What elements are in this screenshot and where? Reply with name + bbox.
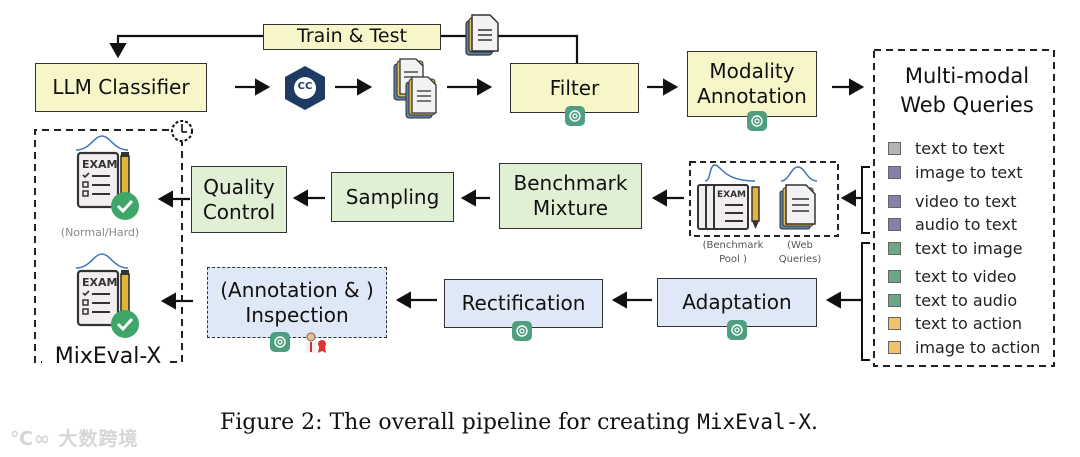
web-queries-container-border <box>873 49 1055 367</box>
caption-code: MixEval-X <box>697 410 811 434</box>
openai-icon <box>270 332 290 352</box>
legend-item: text to text <box>888 139 1004 158</box>
adaptation-box: Adaptation <box>657 278 817 327</box>
exam-icon: EXAM <box>75 253 139 338</box>
legend-item: audio to text <box>888 215 1017 234</box>
legend-item: text to audio <box>888 291 1017 310</box>
watermark-text: 大数跨境 <box>58 428 139 450</box>
legend-swatch <box>888 317 901 330</box>
document-stack-icon <box>465 14 499 56</box>
quality-control-label: Quality Control <box>202 174 276 224</box>
human-expert-icon <box>306 332 326 353</box>
caption-end: . <box>811 410 818 435</box>
documents-icon <box>393 58 437 119</box>
legend-swatch <box>888 242 901 255</box>
filter-box: Filter <box>510 63 639 113</box>
hexagon-logo-icon <box>285 66 325 110</box>
openai-icon <box>727 320 747 340</box>
modality-annotation-box: Modality Annotation <box>687 51 817 117</box>
legend-swatch <box>888 341 901 354</box>
watermark: ℃∞ 大数跨境 <box>10 424 138 451</box>
openai-icon <box>512 321 532 341</box>
quality-control-box: Quality Control <box>191 166 287 233</box>
legend-swatch <box>888 195 901 208</box>
train-test-label: Train & Test <box>297 25 407 48</box>
annotation-inspection-label: (Annotation & ) Inspection <box>220 277 374 327</box>
legend-swatch <box>888 142 901 155</box>
svg-text:EXAM: EXAM <box>717 190 746 200</box>
benchmark-pool-icon: EXAM <box>697 164 760 230</box>
bracket-upper <box>861 166 870 234</box>
benchmark-mixture-label: Benchmark Mixture <box>513 171 628 220</box>
legend-item: video to text <box>888 192 1017 211</box>
annotation-inspection-box: (Annotation & ) Inspection <box>207 267 387 338</box>
legend-item: text to action <box>888 314 1022 333</box>
web-queries-caption: (Web Queries) <box>778 240 822 265</box>
benchmark-pool-label: (Benchmark Pool ) <box>702 240 764 265</box>
modality-annotation-label: Modality Annotation <box>697 59 807 108</box>
common-crawl-logo: CC <box>283 65 327 111</box>
llm-classifier-box: LLM Classifier <box>35 63 207 112</box>
web-queries-title: Multi-modal Web Queries <box>900 64 1034 118</box>
difficulty-label: (Normal/Hard) <box>60 226 140 239</box>
figure-caption: Figure 2: The overall pipeline for creat… <box>220 410 818 435</box>
pool-container-border <box>689 161 839 237</box>
filter-label: Filter <box>549 75 600 100</box>
mixeval-container-border <box>34 129 183 363</box>
legend-swatch <box>888 166 901 179</box>
caption-text: Figure 2: The overall pipeline for creat… <box>220 410 698 435</box>
legend-swatch <box>888 270 901 283</box>
sampling-box: Sampling <box>331 172 454 222</box>
benchmark-mixture-box: Benchmark Mixture <box>499 163 642 229</box>
legend-item: text to image <box>888 239 1023 258</box>
openai-icon <box>565 106 585 126</box>
cc-text: CC <box>297 81 313 92</box>
web-queries-icon <box>779 166 818 230</box>
timer-icon <box>171 120 193 142</box>
rectification-label: Rectification <box>461 291 586 315</box>
svg-text:EXAM: EXAM <box>82 276 117 289</box>
legend-item: image to action <box>888 338 1040 357</box>
adaptation-label: Adaptation <box>682 290 792 314</box>
legend-swatch <box>888 218 901 231</box>
train-test-box: Train & Test <box>263 24 441 50</box>
legend-item: image to text <box>888 163 1023 182</box>
svg-text:EXAM: EXAM <box>82 158 117 171</box>
watermark-logo-icon: ℃∞ <box>10 428 59 450</box>
openai-icon <box>747 111 767 131</box>
bracket-lower <box>861 242 870 361</box>
legend-swatch <box>888 294 901 307</box>
exam-icon: EXAM <box>75 135 139 220</box>
legend-item: text to video <box>888 267 1017 286</box>
llm-classifier-label: LLM Classifier <box>52 75 190 99</box>
sampling-label: Sampling <box>345 184 440 209</box>
mixeval-x-title: MixEval-X <box>46 344 170 369</box>
